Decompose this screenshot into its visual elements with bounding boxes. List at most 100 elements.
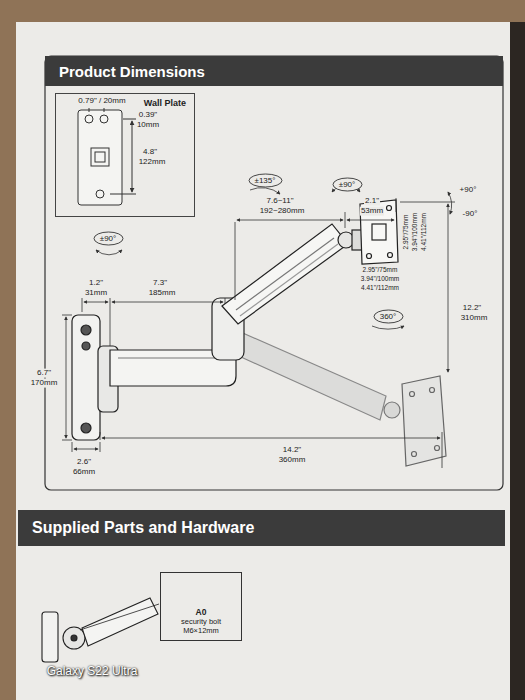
rotation-badge: ±135° [248, 173, 283, 188]
dimension-lines-stroke [96, 250, 122, 255]
monitor-arm-drawing-stroke [430, 388, 435, 393]
part-drawing-stroke [82, 598, 158, 646]
rotation-angle: ±135° [255, 176, 276, 185]
section-header-band: Product Dimensions [45, 56, 503, 86]
dimension-label: 53mm [360, 207, 384, 216]
wall-plate-drawing-stroke [132, 121, 133, 192]
monitor-arm-drawing-stroke [384, 402, 400, 418]
part-drawing-stroke [42, 612, 58, 662]
monitor-arm-drawing-stroke [72, 315, 100, 440]
dimension-lines-stroke [235, 222, 236, 300]
dimension-lines-stroke [100, 432, 101, 440]
dimension-lines-stroke [110, 298, 111, 346]
monitor-arm-drawing-stroke [367, 254, 372, 259]
dimension-lines-stroke [237, 220, 343, 221]
monitor-arm-drawing-stroke [372, 224, 386, 240]
dimension-label: 3.94"/100mm [411, 212, 418, 252]
badge-ellipse [374, 310, 403, 323]
dimension-label: 0.39" [138, 111, 158, 120]
dimension-lines-stroke [396, 198, 397, 212]
wall-plate-drawing [78, 108, 136, 205]
part-drawing-stroke [63, 627, 85, 649]
dimension-label: 14.2" [282, 446, 302, 455]
wall-plate-drawing-stroke [100, 115, 108, 123]
dimension-label: 2.95"/75mm [362, 266, 399, 273]
monitor-arm-drawing-stroke [402, 376, 446, 466]
monitor-arm-drawing-stroke [360, 200, 398, 264]
camera-watermark: Galaxy S22 Ultra [46, 665, 139, 678]
wall-plate-drawing-stroke [96, 190, 104, 198]
part-drawing-stroke [71, 635, 77, 641]
dimension-lines-stroke [72, 442, 73, 452]
paper-sheet [16, 22, 510, 700]
dimension-label: 2.95"/75mm [402, 214, 409, 251]
dimension-label: 2.6" [76, 458, 92, 467]
wall-plate-drawing-stroke [104, 108, 105, 112]
rotation-badge: 360° [373, 309, 404, 324]
dimension-lines-stroke [250, 188, 280, 194]
monitor-arm-drawing-stroke [435, 446, 440, 451]
dimension-lines-stroke [62, 440, 72, 441]
wall-plate-drawing-stroke [85, 115, 93, 123]
part-drawing-stroke [80, 604, 159, 630]
wall-plate-drawing-stroke [110, 194, 136, 195]
dimension-lines-stroke [100, 442, 101, 452]
badge-ellipse [94, 232, 123, 245]
dimension-label: 10mm [136, 121, 160, 130]
dimension-label: 4.41"/112mm [420, 212, 427, 252]
dimension-label: 66mm [72, 468, 96, 477]
dimension-lines-stroke [372, 326, 404, 329]
monitor-arm-drawing-stroke [240, 244, 338, 316]
section-frame [45, 56, 503, 490]
badge-ellipse [333, 178, 362, 191]
dimension-label: 2.1" [364, 197, 380, 206]
inset-title: Wall Plate [144, 98, 186, 108]
dimension-lines-stroke [84, 302, 108, 303]
rotation-angle: 360° [380, 312, 397, 321]
dimension-label: 122mm [138, 158, 167, 167]
monitor-arm-drawing-stroke [230, 330, 386, 420]
dimension-label: 170mm [30, 379, 59, 388]
monitor-arm-drawing-stroke [412, 452, 417, 457]
monitor-arm-drawing-stroke [81, 423, 91, 433]
wall-plate-drawing-stroke [95, 152, 105, 162]
dimension-lines-stroke [345, 212, 346, 228]
dimension-lines-stroke [82, 298, 83, 312]
dimension-lines-stroke [225, 298, 226, 304]
dimension-label: 6.7" [36, 369, 52, 378]
dimension-lines-stroke [66, 317, 67, 438]
dimension-label: 0.79" / 20mm [77, 97, 126, 106]
wall-plate-drawing-stroke [78, 110, 122, 205]
dimension-label: 310mm [460, 314, 489, 323]
dimension-label: 192~280mm [259, 207, 306, 216]
rotation-badge: ±90° [93, 231, 124, 246]
dimension-lines-stroke [62, 315, 72, 316]
dimension-label: 31mm [84, 289, 108, 298]
dimension-lines-stroke [102, 438, 440, 439]
dimension-label: 1.2" [88, 279, 104, 288]
part-text: M6×12mm [165, 626, 237, 635]
wall-plate-drawing-stroke [89, 108, 90, 112]
background-edge [510, 22, 525, 700]
dimension-label: -90° [462, 210, 479, 219]
badge-ellipse [249, 174, 282, 187]
monitor-arm-drawing [72, 200, 446, 466]
monitor-arm-drawing-stroke [236, 238, 334, 310]
wall-plate-drawing-stroke [91, 148, 109, 166]
dimension-lines-stroke [74, 449, 98, 450]
dimension-label: 7.6~11" [266, 197, 295, 206]
dimension-label: 3.94"/100mm [360, 275, 400, 282]
dimension-label: +90° [459, 186, 478, 195]
section-header-band: Supplied Parts and Hardware [18, 510, 505, 546]
dimension-lines-stroke [448, 192, 452, 214]
dimension-label: 4.41"/112mm [360, 284, 400, 291]
wall-plate-frame: Wall Plate [55, 93, 195, 217]
rotation-angle: ±90° [100, 234, 117, 243]
rotation-badge: ±90° [332, 177, 363, 192]
dimension-lines [62, 185, 455, 468]
part-text: A0 [165, 607, 237, 617]
dimension-label: 360mm [278, 456, 307, 465]
section-title: Supplied Parts and Hardware [32, 519, 254, 537]
dimension-label: 185mm [148, 289, 177, 298]
monitor-arm-drawing-stroke [388, 253, 393, 258]
